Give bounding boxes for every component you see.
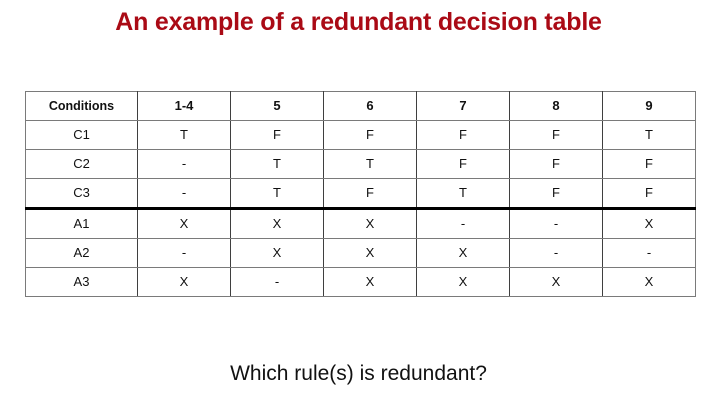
cell-a1-r8: - bbox=[509, 207, 603, 239]
column-header-rule-7: 7 bbox=[416, 91, 510, 121]
table-row: A3 X - X X X X bbox=[25, 267, 696, 297]
cell-c1-r7: F bbox=[416, 120, 510, 150]
column-header-rule-5: 5 bbox=[230, 91, 324, 121]
cell-a3-r6: X bbox=[323, 267, 417, 297]
row-label-a2: A2 bbox=[25, 238, 138, 268]
cell-a2-r6: X bbox=[323, 238, 417, 268]
row-label-c1: C1 bbox=[25, 120, 138, 150]
cell-c2-r5: T bbox=[230, 149, 324, 179]
cell-a1-r1-4: X bbox=[137, 207, 231, 239]
cell-c1-r6: F bbox=[323, 120, 417, 150]
cell-a1-r5: X bbox=[230, 207, 324, 239]
page-title: An example of a redundant decision table bbox=[115, 8, 602, 36]
cell-c1-r9: T bbox=[602, 120, 696, 150]
cell-a3-r1-4: X bbox=[137, 267, 231, 297]
table-header-row: Conditions 1-4 5 6 7 8 9 bbox=[25, 91, 696, 121]
table-row: C3 - T F T F F bbox=[25, 178, 696, 209]
table-row: A2 - X X X - - bbox=[25, 238, 696, 268]
row-label-a1: A1 bbox=[25, 207, 138, 239]
cell-c3-r8: F bbox=[509, 178, 603, 209]
table-row: C2 - T T F F F bbox=[25, 149, 696, 179]
cell-a1-r7: - bbox=[416, 207, 510, 239]
cell-c1-r5: F bbox=[230, 120, 324, 150]
cell-a3-r7: X bbox=[416, 267, 510, 297]
question-caption: Which rule(s) is redundant? bbox=[230, 362, 487, 385]
row-label-c2: C2 bbox=[25, 149, 138, 179]
cell-a1-r6: X bbox=[323, 207, 417, 239]
table-row: C1 T F F F F T bbox=[25, 120, 696, 150]
cell-c1-r1-4: T bbox=[137, 120, 231, 150]
cell-c2-r8: F bbox=[509, 149, 603, 179]
cell-c2-r9: F bbox=[602, 149, 696, 179]
cell-c2-r7: F bbox=[416, 149, 510, 179]
column-header-rule-6: 6 bbox=[323, 91, 417, 121]
row-label-c3: C3 bbox=[25, 178, 138, 209]
cell-a2-r8: - bbox=[509, 238, 603, 268]
column-header-rule-8: 8 bbox=[509, 91, 603, 121]
table-row: A1 X X X - - X bbox=[25, 207, 696, 239]
cell-a3-r8: X bbox=[509, 267, 603, 297]
row-label-a3: A3 bbox=[25, 267, 138, 297]
decision-table: Conditions 1-4 5 6 7 8 9 C1 T F F F F bbox=[25, 91, 696, 297]
cell-a1-r9: X bbox=[602, 207, 696, 239]
cell-c3-r5: T bbox=[230, 178, 324, 209]
table-header: Conditions 1-4 5 6 7 8 9 bbox=[25, 91, 696, 121]
column-header-conditions: Conditions bbox=[25, 91, 138, 121]
table-body: C1 T F F F F T C2 - T T F F F bbox=[25, 120, 696, 297]
cell-c3-r9: F bbox=[602, 178, 696, 209]
cell-c3-r7: T bbox=[416, 178, 510, 209]
cell-c1-r8: F bbox=[509, 120, 603, 150]
cell-c2-r6: T bbox=[323, 149, 417, 179]
cell-c3-r6: F bbox=[323, 178, 417, 209]
cell-a2-r7: X bbox=[416, 238, 510, 268]
cell-a3-r5: - bbox=[230, 267, 324, 297]
column-header-rule-9: 9 bbox=[602, 91, 696, 121]
cell-a2-r9: - bbox=[602, 238, 696, 268]
column-header-rule-1-4: 1-4 bbox=[137, 91, 231, 121]
cell-a3-r9: X bbox=[602, 267, 696, 297]
cell-a2-r1-4: - bbox=[137, 238, 231, 268]
decision-table-container: Conditions 1-4 5 6 7 8 9 C1 T F F F F bbox=[25, 91, 696, 297]
cell-c2-r1-4: - bbox=[137, 149, 231, 179]
cell-c3-r1-4: - bbox=[137, 178, 231, 209]
cell-a2-r5: X bbox=[230, 238, 324, 268]
